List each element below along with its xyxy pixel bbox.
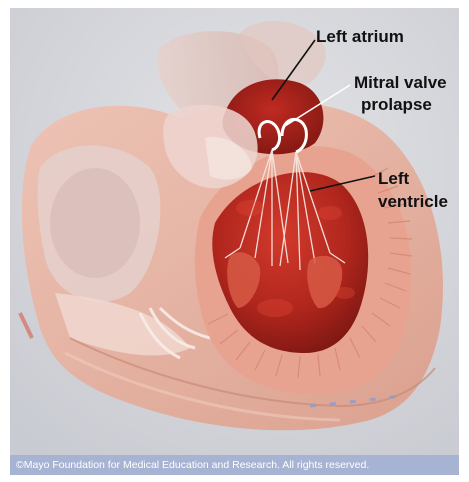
copyright-caption: ©Mayo Foundation for Medical Education a…: [10, 455, 459, 475]
label-left-atrium: Left atrium: [316, 26, 404, 47]
label-mitral-valve-line2: prolapse: [361, 94, 432, 115]
label-left-ventricle-line2: ventricle: [378, 191, 448, 212]
label-mitral-valve-line1: Mitral valve: [354, 72, 447, 93]
label-left-ventricle-line1: Left: [378, 168, 409, 189]
right-atrium: [50, 168, 140, 278]
